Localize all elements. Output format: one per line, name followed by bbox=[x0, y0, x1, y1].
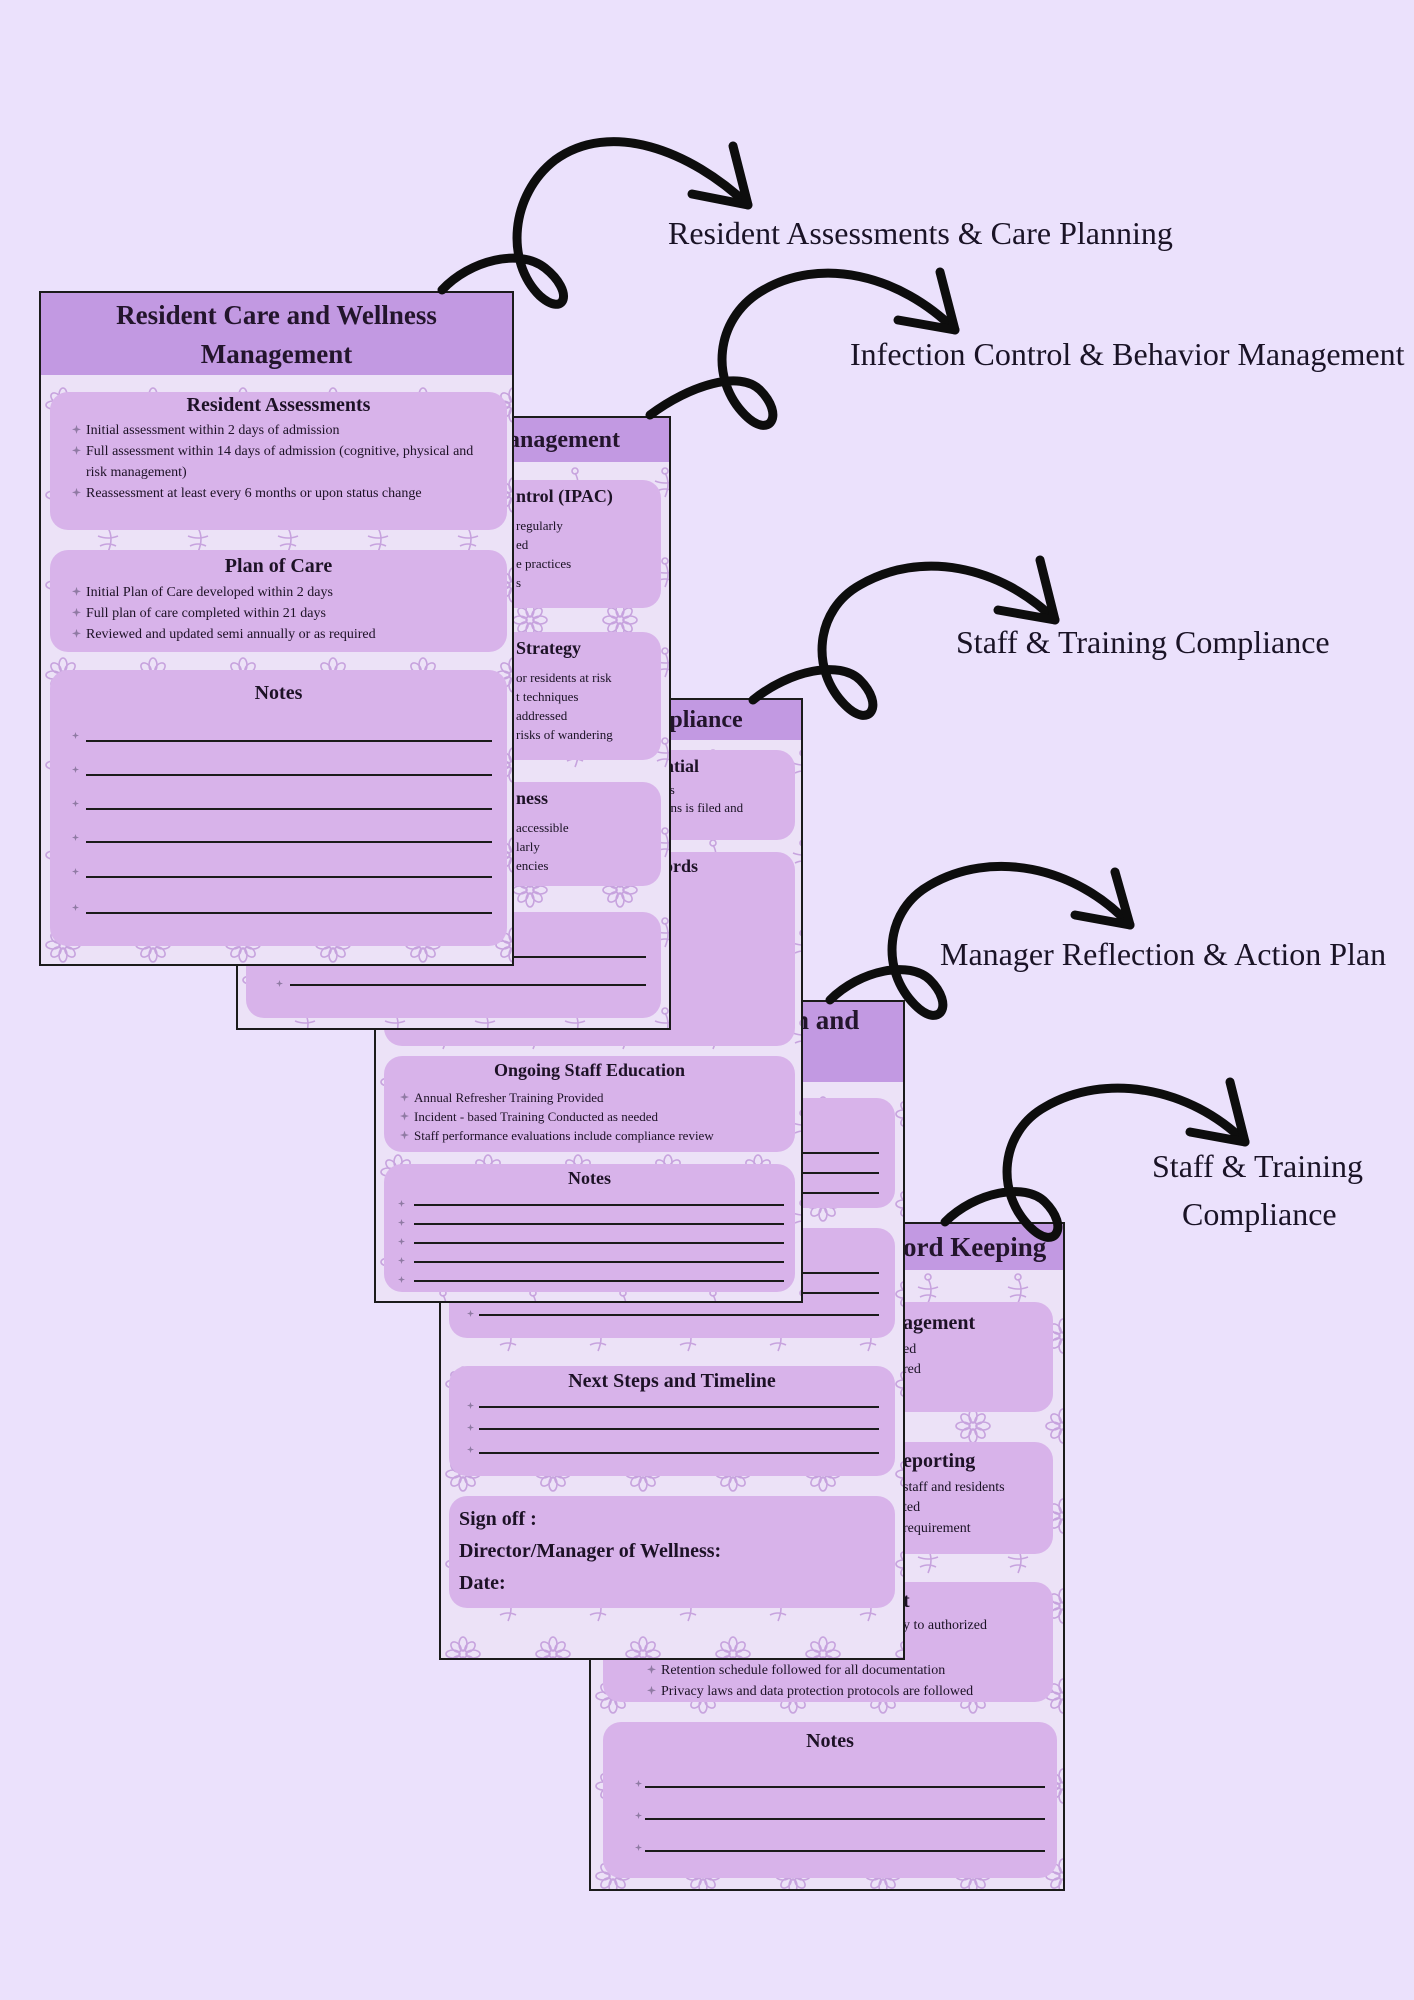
list-item: Privacy laws and data protection protoco… bbox=[661, 1681, 973, 1702]
label-staff-training-2: Staff & Training bbox=[1152, 1148, 1363, 1184]
note-line bbox=[479, 1428, 879, 1430]
list-item: encies bbox=[516, 858, 549, 873]
notes-title: Notes bbox=[568, 1168, 611, 1188]
page-title-line: Resident Care and Wellness bbox=[116, 300, 437, 330]
section-title: ness bbox=[516, 788, 549, 808]
section-title: Strategy bbox=[516, 638, 581, 658]
note-line bbox=[414, 1280, 784, 1282]
list-item: Reassessment at least every 6 months or … bbox=[86, 483, 486, 504]
next-steps-card: Next Steps and Timeline bbox=[449, 1366, 895, 1476]
page-title: Resident Care and Wellness Management bbox=[41, 293, 512, 375]
notes-card: Notes bbox=[50, 670, 507, 946]
notes-title: Notes bbox=[806, 1730, 854, 1752]
section-title: ords bbox=[664, 856, 699, 876]
list-item: Retention schedule followed for all docu… bbox=[661, 1660, 973, 1681]
note-line bbox=[414, 1204, 784, 1206]
page-title-line: Management bbox=[200, 339, 353, 369]
note-line bbox=[86, 912, 492, 914]
label-assessments: Resident Assessments & Care Planning bbox=[668, 215, 1173, 251]
list-item: Full assessment within 14 days of admiss… bbox=[86, 441, 486, 483]
list-item: ted bbox=[903, 1500, 921, 1515]
note-line bbox=[414, 1242, 784, 1244]
list-item: s bbox=[516, 575, 522, 590]
list-item: staff and residents bbox=[903, 1480, 1005, 1495]
label-staff-training: Staff & Training Compliance bbox=[956, 624, 1330, 660]
signoff-label: Sign off : bbox=[459, 1508, 537, 1530]
label-manager-reflection: Manager Reflection & Action Plan bbox=[940, 936, 1387, 972]
note-line bbox=[86, 876, 492, 878]
label-infection-control: Infection Control & Behavior Management bbox=[850, 336, 1405, 372]
list-item: requirement bbox=[903, 1521, 971, 1536]
director-label: Director/Manager of Wellness: bbox=[459, 1540, 722, 1562]
list-item: addressed bbox=[516, 708, 568, 723]
section-title: t bbox=[903, 1590, 910, 1612]
resident-assessments-card: Resident Assessments Initial assessment … bbox=[50, 392, 507, 530]
list-item: e practices bbox=[516, 556, 572, 571]
staff-education-title: Ongoing Staff Education bbox=[493, 1060, 686, 1080]
note-line bbox=[645, 1786, 1045, 1788]
notes-title: Notes bbox=[254, 682, 303, 704]
list-item: larly bbox=[516, 839, 540, 854]
list-item: Incident - based Training Conducted as n… bbox=[414, 1107, 714, 1126]
section-title: agement bbox=[903, 1312, 976, 1334]
section-title: ntial bbox=[664, 756, 700, 776]
note-line bbox=[86, 774, 492, 776]
signoff-card: Sign off : Director/Manager of Wellness:… bbox=[449, 1496, 895, 1608]
note-line bbox=[414, 1223, 784, 1225]
staff-education-card: Ongoing Staff Education Annual Refresher… bbox=[384, 1056, 795, 1152]
list-item: Reviewed and updated semi annually or as… bbox=[86, 624, 496, 645]
section-title: ntrol (IPAC) bbox=[516, 486, 613, 506]
note-line bbox=[645, 1818, 1045, 1820]
list-item: ed bbox=[516, 537, 529, 552]
notes-card: Notes bbox=[603, 1722, 1057, 1878]
note-line bbox=[86, 841, 492, 843]
label-compliance: Compliance bbox=[1182, 1196, 1337, 1232]
list-item: Full plan of care completed within 21 da… bbox=[86, 603, 496, 624]
note-line bbox=[414, 1261, 784, 1263]
note-line bbox=[645, 1850, 1045, 1852]
next-steps-title: Next Steps and Timeline bbox=[568, 1370, 776, 1392]
list-item: t techniques bbox=[516, 689, 579, 704]
list-item: y to authorized bbox=[903, 1618, 987, 1633]
list-item: Initial assessment within 2 days of admi… bbox=[86, 420, 486, 441]
list-item: ons is filed and bbox=[664, 800, 744, 815]
section-title: Resident Assessments bbox=[186, 394, 371, 416]
section-title: eporting bbox=[903, 1450, 976, 1472]
note-line bbox=[479, 1452, 879, 1454]
note-line bbox=[479, 1406, 879, 1408]
list-item: risks of wandering bbox=[516, 727, 613, 742]
list-item: ed bbox=[903, 1342, 917, 1357]
list-item: Staff performance evaluations include co… bbox=[414, 1128, 714, 1143]
list-item: regularly bbox=[516, 518, 563, 533]
list-item: Annual Refresher Training Provided bbox=[414, 1088, 714, 1107]
note-line bbox=[86, 808, 492, 810]
list-item: or residents at risk bbox=[516, 670, 612, 685]
list-item: Initial Plan of Care developed within 2 … bbox=[86, 582, 496, 603]
page-resident-care: Resident Care and Wellness Management Re… bbox=[39, 291, 514, 966]
section-title: Plan of Care bbox=[224, 555, 333, 577]
note-line bbox=[86, 740, 492, 742]
plan-of-care-card: Plan of Care Initial Plan of Care develo… bbox=[50, 550, 507, 652]
notes-card: Notes bbox=[384, 1164, 795, 1292]
date-label: Date: bbox=[459, 1572, 506, 1594]
list-item: accessible bbox=[516, 820, 569, 835]
list-item: red bbox=[903, 1362, 921, 1377]
